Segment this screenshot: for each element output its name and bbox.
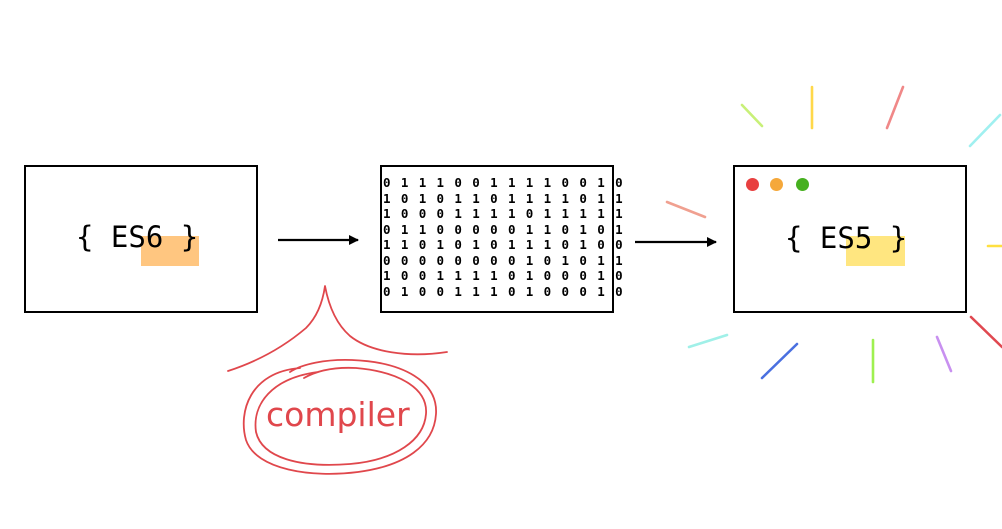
sparkle-ray [740, 103, 764, 128]
binary-row: 1 0 0 0 1 1 1 1 0 1 1 1 1 1 [383, 206, 624, 221]
sparkle-ray [665, 200, 707, 219]
es5-label: { ES5 } [785, 221, 908, 255]
sparkle-burst [665, 85, 1002, 384]
compiler-circle-inner [254, 366, 427, 466]
sparkle-ray [885, 85, 905, 130]
sparkle-ray [968, 113, 1002, 148]
binary-row: 0 1 0 0 1 1 1 0 1 0 0 0 1 0 [383, 283, 624, 299]
es5-highlight [846, 236, 905, 266]
window-close-dot [746, 178, 759, 191]
compiler-label: compiler [266, 395, 410, 434]
sparkle-ray [935, 335, 953, 373]
speech-bubble-pointer [227, 285, 448, 372]
compiler-annotation: compiler [227, 285, 448, 475]
es6-label: { ES6 } [76, 220, 199, 254]
sparkle-ray [760, 342, 799, 380]
sparkle-ray [687, 333, 729, 349]
binary-box [380, 165, 614, 313]
window-minimize-dot [770, 178, 783, 191]
binary-row: 0 1 1 1 0 0 1 1 1 1 0 0 1 0 [383, 175, 624, 190]
sparkle-ray [969, 315, 1002, 349]
es6-highlight [141, 236, 199, 266]
compiler-circle-outer [242, 358, 437, 475]
window-maximize-dot [796, 178, 809, 191]
